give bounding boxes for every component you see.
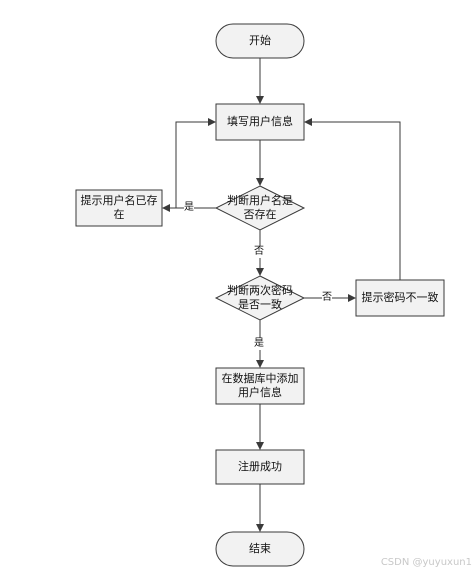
add-to-db-box [215,367,305,405]
edge-label-password-match-yes: 是 [254,338,264,350]
edge-exists-back-to-fill [175,118,216,208]
start-node-shape [215,23,305,59]
end-node-shape [215,531,305,567]
edge-label-username-exists-no: 否 [254,246,264,258]
watermark: CSDN @yuyuxun1 [380,557,472,568]
username-exists-box [75,189,163,227]
edge-mismatch-back-to-fill [304,118,401,280]
password-mismatch-box [355,279,445,317]
edge-label-password-match-no: 否 [322,292,332,304]
edge-label-username-exists-yes: 是 [184,202,194,214]
check-username-diamond [214,185,306,231]
success-box [215,449,305,485]
fill-info-box [215,103,305,141]
check-passwords-diamond [214,275,306,321]
